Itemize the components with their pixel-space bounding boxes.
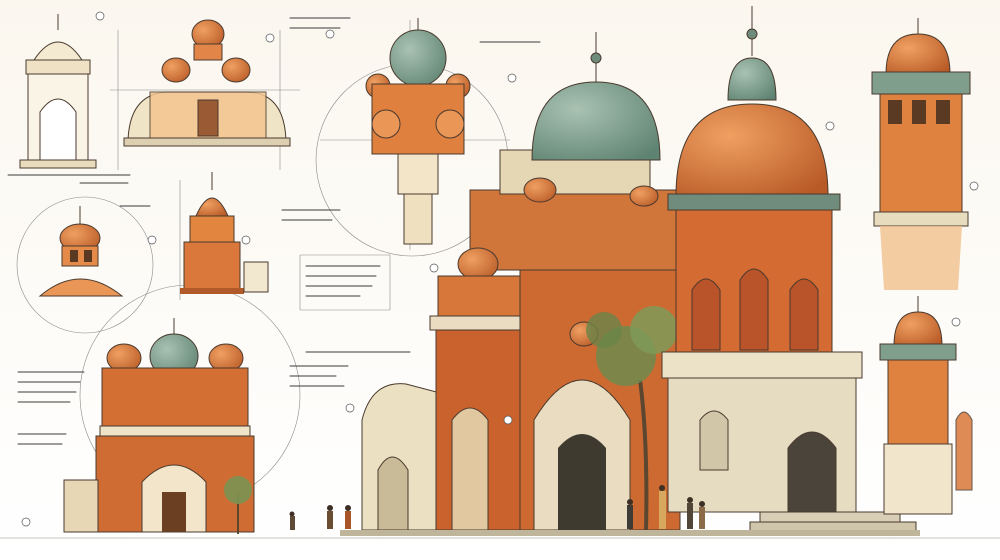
kiosk-sketch xyxy=(38,206,124,297)
tree-icon xyxy=(224,476,252,534)
dome-icon xyxy=(531,81,661,161)
domed-hall-section-sketch xyxy=(123,19,291,147)
palace-facade-sketch xyxy=(63,318,255,534)
tree-icon xyxy=(586,306,678,531)
annotation-scribbles xyxy=(7,17,541,445)
figure-icon xyxy=(289,485,705,530)
temple-elevation-sketch xyxy=(365,18,471,245)
tower-study-sketch xyxy=(871,18,971,290)
shikhara-tower-sketch xyxy=(180,172,269,294)
pavilion-elevation-sketch xyxy=(19,14,97,169)
callout-markers xyxy=(21,11,979,527)
minaret-study-sketch xyxy=(879,296,973,515)
main-temple-rendering xyxy=(289,6,920,536)
arch-icon xyxy=(39,98,77,166)
